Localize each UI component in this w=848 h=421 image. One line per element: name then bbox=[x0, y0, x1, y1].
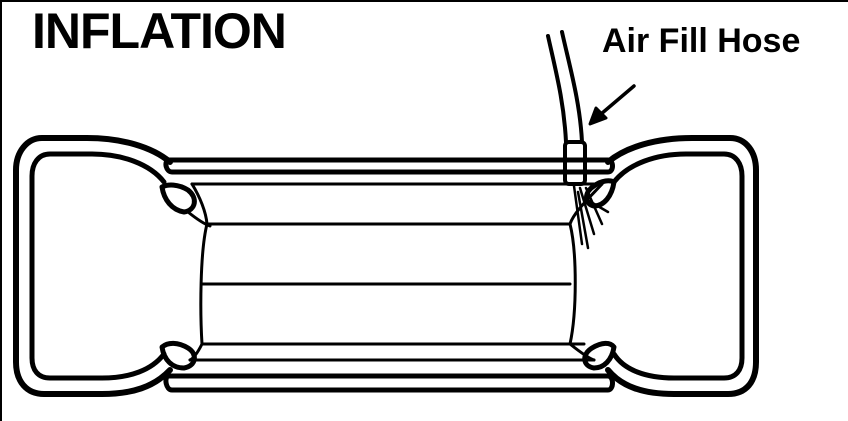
rim-barrel bbox=[188, 182, 604, 362]
diagram-title: INFLATION bbox=[32, 3, 287, 59]
right-bead-bottom bbox=[582, 340, 617, 371]
rim-bottom-flange bbox=[163, 373, 615, 393]
left-tire-sidewall bbox=[13, 135, 173, 397]
callout-arrow bbox=[588, 84, 636, 126]
right-bead-top bbox=[584, 178, 617, 209]
left-bead-bottom bbox=[159, 340, 197, 371]
rim-top-flange bbox=[163, 157, 615, 175]
air-fill-hose-label: Air Fill Hose bbox=[602, 22, 801, 60]
right-tire-sidewall bbox=[605, 135, 759, 397]
air-fill-hose bbox=[546, 30, 610, 250]
